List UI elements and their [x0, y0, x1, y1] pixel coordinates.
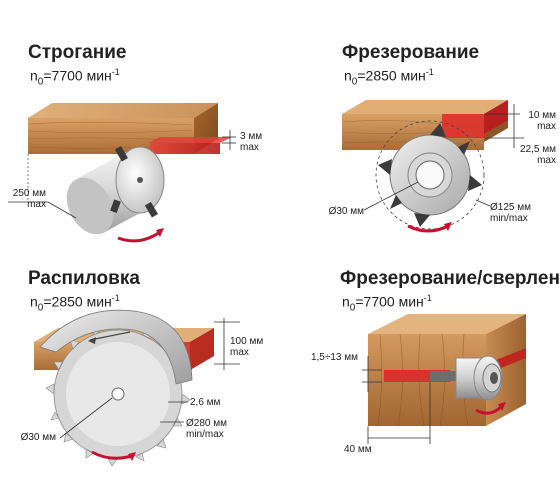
speed-sup: -1	[425, 67, 434, 77]
dim-value: 3 мм	[240, 131, 263, 142]
saw-blade	[45, 321, 191, 467]
dim-value: 2,6 мм	[190, 397, 221, 408]
dim-qualifier: max	[240, 142, 259, 153]
speed-prefix: n	[342, 293, 350, 310]
dim-slot-height: 1,5÷13 мм	[296, 352, 358, 363]
planing-wood-top	[28, 103, 218, 118]
dim-cut-depth: 100 мм max	[230, 336, 263, 358]
milling-groove	[442, 114, 486, 138]
dim-value: Ø30 мм	[20, 432, 56, 443]
panel-planing: Строгание n0=7700 мин-1 3 мм max 250 мм …	[0, 0, 280, 252]
speed-value: =7700 мин	[355, 293, 424, 310]
panel-title: Фрезерование/сверление	[340, 268, 560, 289]
dim-blade-diameter: Ø280 мм min/max	[186, 418, 227, 440]
dim-qualifier: min/max	[490, 213, 528, 224]
dim-value: Ø280 мм	[186, 418, 227, 429]
dim-groove-depth: 10 мм max	[512, 110, 556, 132]
panel-title: Распиловка	[28, 268, 140, 289]
dim-bore: Ø30 мм	[320, 206, 364, 217]
dim-bore: Ø30 мм	[12, 432, 56, 443]
drilling-illustration	[362, 314, 526, 444]
dim-slot-depth: 40 мм	[344, 444, 372, 455]
speed-prefix: n	[30, 67, 38, 84]
milling-illustration	[342, 100, 524, 233]
dim-qualifier: max	[27, 199, 46, 210]
speed-prefix: n	[344, 67, 352, 84]
speed-value: =2850 мин	[357, 67, 426, 84]
sawing-illustration	[34, 309, 240, 467]
speed-sub: 0	[37, 302, 44, 314]
speed-sup: -1	[423, 293, 432, 303]
dim-diameter: Ø125 мм min/max	[490, 202, 531, 224]
dim-value: Ø125 мм	[490, 202, 531, 213]
dim-qualifier: max	[230, 347, 249, 358]
panel-drilling: Фрезерование/сверление n0=7700 мин-1 1,5…	[280, 252, 560, 504]
speed-prefix: n	[30, 293, 38, 310]
speed-sup: -1	[111, 67, 120, 77]
speed-value: =7700 мин	[43, 67, 112, 84]
panel-title: Строгание	[28, 42, 127, 63]
dim-width: 250 мм max	[0, 188, 46, 210]
drilling-bit	[455, 355, 503, 401]
drilling-rotation-arrow	[475, 404, 504, 415]
dim-qualifier: max	[537, 121, 556, 132]
planing-rotation-arrow	[117, 230, 161, 243]
speed-sub: 0	[37, 76, 44, 88]
dim-value: 100 мм	[230, 336, 264, 347]
saw-guard	[39, 309, 193, 385]
panel-title: Фрезерование	[342, 42, 480, 63]
speed-sub: 0	[351, 76, 358, 88]
milling-cutter	[378, 123, 482, 227]
speed-sub: 0	[349, 302, 356, 314]
dim-value: 1,5÷13 мм	[310, 352, 358, 363]
dim-value: 250 мм	[12, 188, 46, 199]
panel-sawing: Распиловка n0=2850 мин-1 100 мм max 2,6 …	[0, 252, 280, 504]
dim-qualifier: max	[537, 155, 556, 166]
drilling-wood-top	[368, 314, 526, 334]
rotation-speed: n0=2850 мин-1	[344, 67, 434, 87]
sawing-rotation-arrow	[91, 450, 133, 460]
rotation-speed: n0=2850 мин-1	[30, 293, 120, 313]
dim-value: 22,5 мм	[520, 144, 556, 155]
dim-value: 10 мм	[528, 110, 556, 121]
milling-wood-top	[342, 100, 508, 114]
dim-groove-width: 22,5 мм max	[502, 144, 556, 166]
planing-cut-zone	[148, 137, 232, 143]
dim-depth: 3 мм max	[240, 131, 262, 153]
dim-qualifier: min/max	[186, 429, 224, 440]
dim-value: Ø30 мм	[328, 206, 364, 217]
milling-rotation-arrow	[407, 224, 449, 233]
rotation-speed: n0=7700 мин-1	[30, 67, 120, 87]
speed-value: =2850 мин	[43, 293, 112, 310]
drilling-wood-side	[486, 314, 526, 426]
planing-illustration	[8, 103, 236, 243]
panel-milling: Фрезерование n0=2850 мин-1 10 мм max 22,…	[280, 0, 560, 252]
dim-kerf: 2,6 мм	[190, 397, 220, 408]
dim-value: 40 мм	[344, 444, 372, 455]
speed-sup: -1	[111, 293, 120, 303]
rotation-speed: n0=7700 мин-1	[342, 293, 432, 313]
